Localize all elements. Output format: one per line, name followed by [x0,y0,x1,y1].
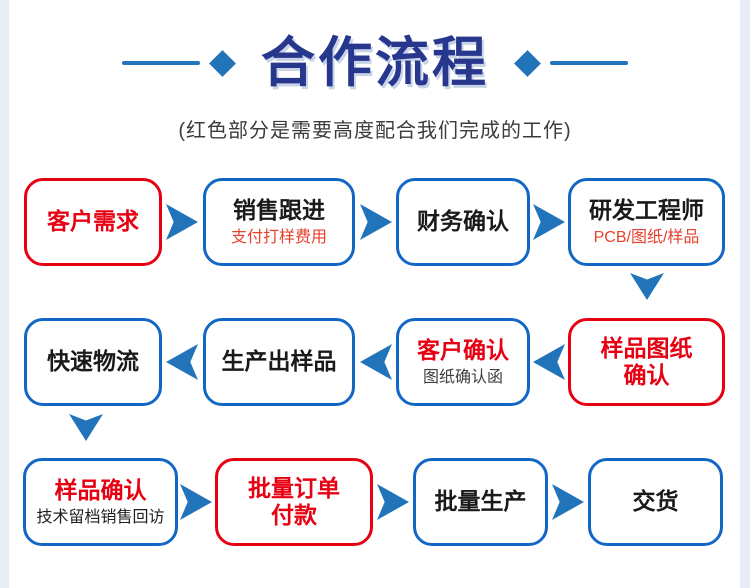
box-title: 研发工程师 [589,197,704,224]
box-title: 批量生产 [434,488,527,515]
left-arrow-icon [533,344,565,380]
header: 合作流程 (红色部分是需要高度配合我们完成的工作) [0,0,750,143]
box-bulk-order-payment: 批量订单 付款 [215,458,373,546]
right-arrow-icon [166,204,198,240]
box-title: 客户确认 [417,337,509,364]
box-fast-logistics: 快速物流 [24,318,162,406]
box-customer-confirm: 客户确认 图纸确认函 [396,318,530,406]
diamond-icon [514,49,541,77]
page-title: 合作流程 [261,33,489,93]
box-title: 财务确认 [417,208,509,235]
box-title: 客户需求 [47,208,139,235]
box-sample-drawing-confirm: 样品图纸 确认 [568,318,725,406]
box-subtitle: 支付打样费用 [230,229,327,247]
box-subtitle: 图纸确认函 [422,369,503,387]
title-row: 合作流程 [0,30,750,96]
box-sample-confirm: 样品确认 技术留档销售回访 [23,458,178,546]
box-customer-demand: 客户需求 [24,178,162,266]
diamond-icon [209,49,236,77]
box-title: 样品图纸 确认 [600,334,693,388]
page-edge-left [0,0,9,588]
box-finance-confirm: 财务确认 [396,178,530,266]
box-title: 样品确认 [54,477,147,504]
down-arrow-icon [630,273,664,300]
decor-line-right [550,61,628,65]
left-arrow-icon [166,344,198,380]
page-subtitle: (红色部分是需要高度配合我们完成的工作) [178,120,572,142]
box-title: 交货 [632,488,679,515]
box-subtitle: 技术留档销售回访 [36,509,165,527]
box-produce-sample: 生产出样品 [203,318,355,406]
box-title: 销售跟进 [233,197,325,224]
page-edge-right [740,0,750,588]
right-arrow-icon [180,484,212,520]
down-arrow-icon [69,414,103,441]
box-bulk-production: 批量生产 [413,458,548,546]
box-sales-follow-up: 销售跟进 支付打样费用 [203,178,355,266]
box-delivery: 交货 [588,458,723,546]
box-title: 快速物流 [47,348,139,375]
right-arrow-icon [360,204,392,240]
right-arrow-icon [377,484,409,520]
left-arrow-icon [360,344,392,380]
right-arrow-icon [533,204,565,240]
box-title: 生产出样品 [221,348,337,375]
right-arrow-icon [552,484,584,520]
decor-line-left [122,61,200,65]
box-subtitle: PCB/图纸/样品 [593,229,700,247]
box-title: 批量订单 付款 [248,474,340,528]
box-rd-engineer: 研发工程师 PCB/图纸/样品 [568,178,725,266]
